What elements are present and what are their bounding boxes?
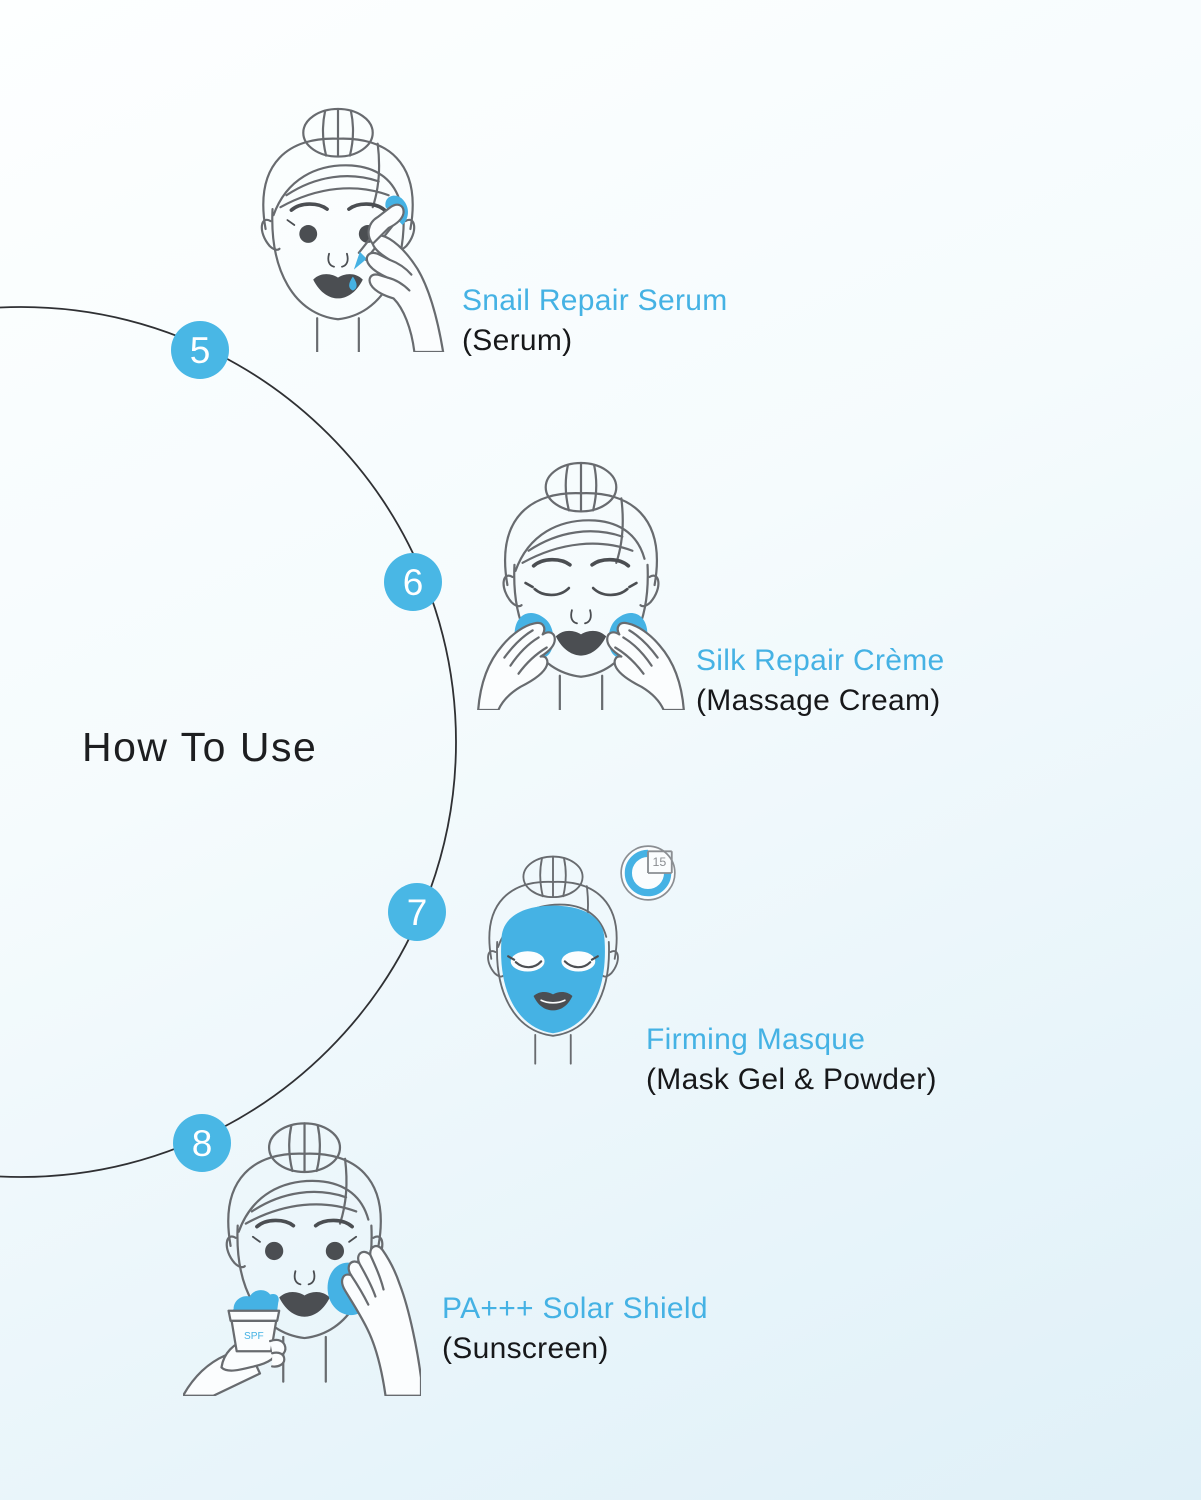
step-8-type: (Sunscreen) [442,1332,609,1365]
timer-icon: 15 [620,845,676,901]
step-7-badge: 7 [388,883,446,941]
massage-hand-left [477,621,556,710]
step-8-text: PA+++ Solar Shield (Sunscreen) [442,1289,708,1369]
spf-jar-icon: SPF [183,1290,287,1396]
face-mask [501,905,605,1034]
serum-drop-icon [349,276,357,291]
woman-face-serum [260,107,416,352]
step-5-illustration [260,107,445,352]
step-5-number: 5 [189,329,211,371]
closed-eyes [524,581,638,597]
eyes-and-lips [299,225,377,299]
mask-eye-opening-right [561,951,596,972]
timer-hands [647,850,673,874]
timer-arc [624,849,672,897]
lips [533,992,573,1011]
step-8-badge: 8 [173,1114,231,1172]
step-7-illustration [487,855,619,1065]
woman-face-sunscreen [225,1122,384,1383]
hand-holding-dropper [365,203,445,352]
step-5-type: (Serum) [462,324,573,357]
page-title: How To Use [82,724,318,770]
step-6-illustration [477,461,685,710]
spf-jar-label: SPF [244,1331,264,1342]
step-8-number: 8 [191,1122,213,1164]
sunscreen-cream-icon [232,1290,279,1311]
step-5-name: Snail Repair Serum [462,284,728,317]
step-6-type: (Massage Cream) [696,684,941,717]
step-7-number: 7 [406,891,428,933]
step-7-text: Firming Masque (Mask Gel & Powder) [646,1020,937,1100]
step-5-badge: 5 [171,321,229,379]
step-7-type: (Mask Gel & Powder) [646,1063,937,1096]
massage-hand-right [606,621,685,710]
step-6-number: 6 [402,561,424,603]
step-6-text: Silk Repair Crème (Massage Cream) [696,641,945,721]
applying-hand [341,1244,421,1396]
step-6-badge: 6 [384,553,442,611]
step-6-name: Silk Repair Crème [696,644,945,677]
step-5-text: Snail Repair Serum (Serum) [462,281,728,361]
step-8-illustration: SPF [183,1122,421,1396]
woman-face-massage [502,461,660,710]
closed-eyes [507,955,599,969]
step-7-name: Firming Masque [646,1023,866,1056]
timer-minutes: 15 [652,855,666,869]
step-8-name: PA+++ Solar Shield [442,1292,708,1325]
woman-face-masque [487,855,619,1065]
arc-circle [0,306,457,1178]
